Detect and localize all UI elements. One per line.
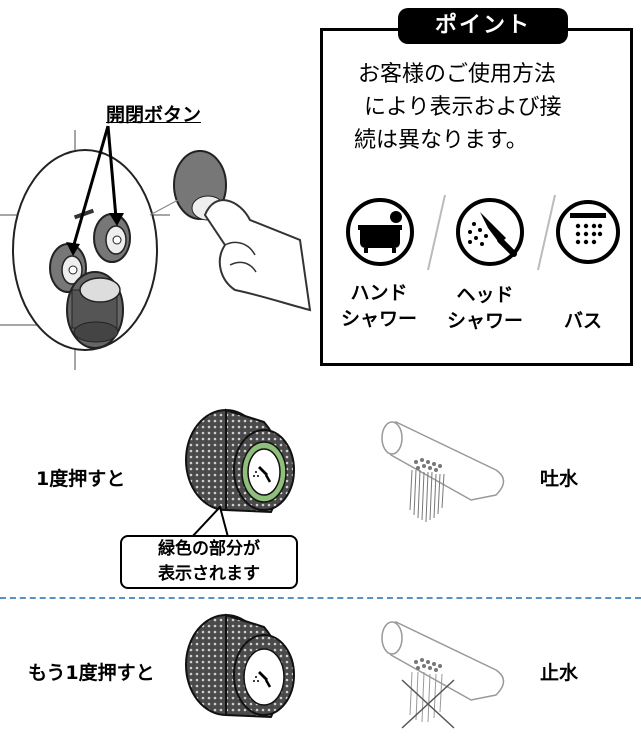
overhead-shower-icon — [556, 200, 620, 264]
point-description: お客様のご使用方法 により表示および接 続は異なります。 — [350, 58, 620, 157]
mode-label-hand-shower: ハンド シャワー — [334, 280, 424, 332]
callout-line-1: 緑色の部分が — [158, 539, 260, 559]
water-on-label: 吐水 — [540, 468, 579, 490]
mode-label-bath: バス — [548, 282, 618, 334]
point-line-2: により表示および接 — [364, 95, 562, 120]
button-no-indicator — [185, 613, 295, 719]
water-stop-illustration — [381, 621, 505, 729]
mode-2-line-2: シャワー — [446, 310, 523, 332]
handheld-shower-icon — [456, 198, 524, 266]
water-flow-illustration — [381, 421, 505, 523]
button-green-indicator — [185, 408, 295, 514]
mode-label-head-shower: ヘッド シャワー — [440, 282, 530, 334]
mode-3-line-1 — [548, 282, 618, 308]
point-line-3: 続は異なります。 — [354, 128, 528, 153]
bathtub-icon — [346, 198, 414, 266]
mode-3-line-2: バス — [563, 310, 602, 332]
callout-pointer — [190, 505, 230, 538]
callout-line-2: 表示されます — [158, 564, 260, 584]
press-again-label: もう1度押すと — [28, 662, 155, 684]
water-off-label: 止水 — [540, 662, 579, 684]
mode-2-line-1: ヘッド — [456, 284, 514, 306]
valve-illustration — [0, 125, 312, 370]
mode-1-line-2: シャワー — [340, 308, 417, 330]
mode-1-line-1: ハンド — [350, 282, 408, 304]
mode-icons — [346, 194, 620, 271]
temperature-handle — [66, 271, 124, 349]
hand-pressing-button — [149, 150, 312, 312]
point-box — [320, 28, 633, 366]
dashed-divider — [0, 597, 641, 599]
open-close-button-label: 開閉ボタン — [106, 104, 202, 126]
point-title: ポイント — [398, 8, 568, 44]
button-knob-2 — [93, 213, 131, 263]
callout-green-indicator: 緑色の部分が 表示されます — [120, 535, 298, 589]
press-once-label: 1度押すと — [36, 468, 126, 490]
point-line-1: お客様のご使用方法 — [358, 62, 557, 87]
